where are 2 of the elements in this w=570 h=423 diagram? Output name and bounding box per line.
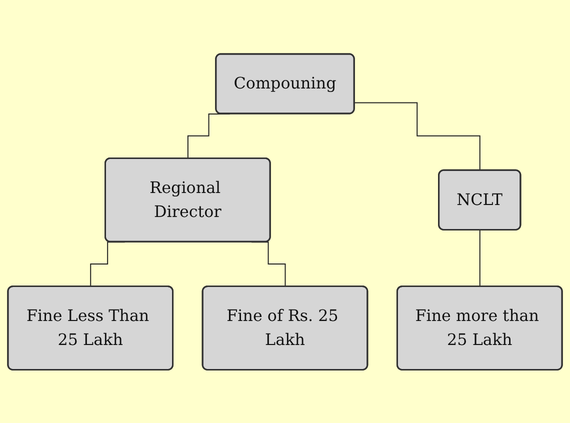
connector	[479, 229, 481, 287]
connector	[354, 102, 481, 171]
